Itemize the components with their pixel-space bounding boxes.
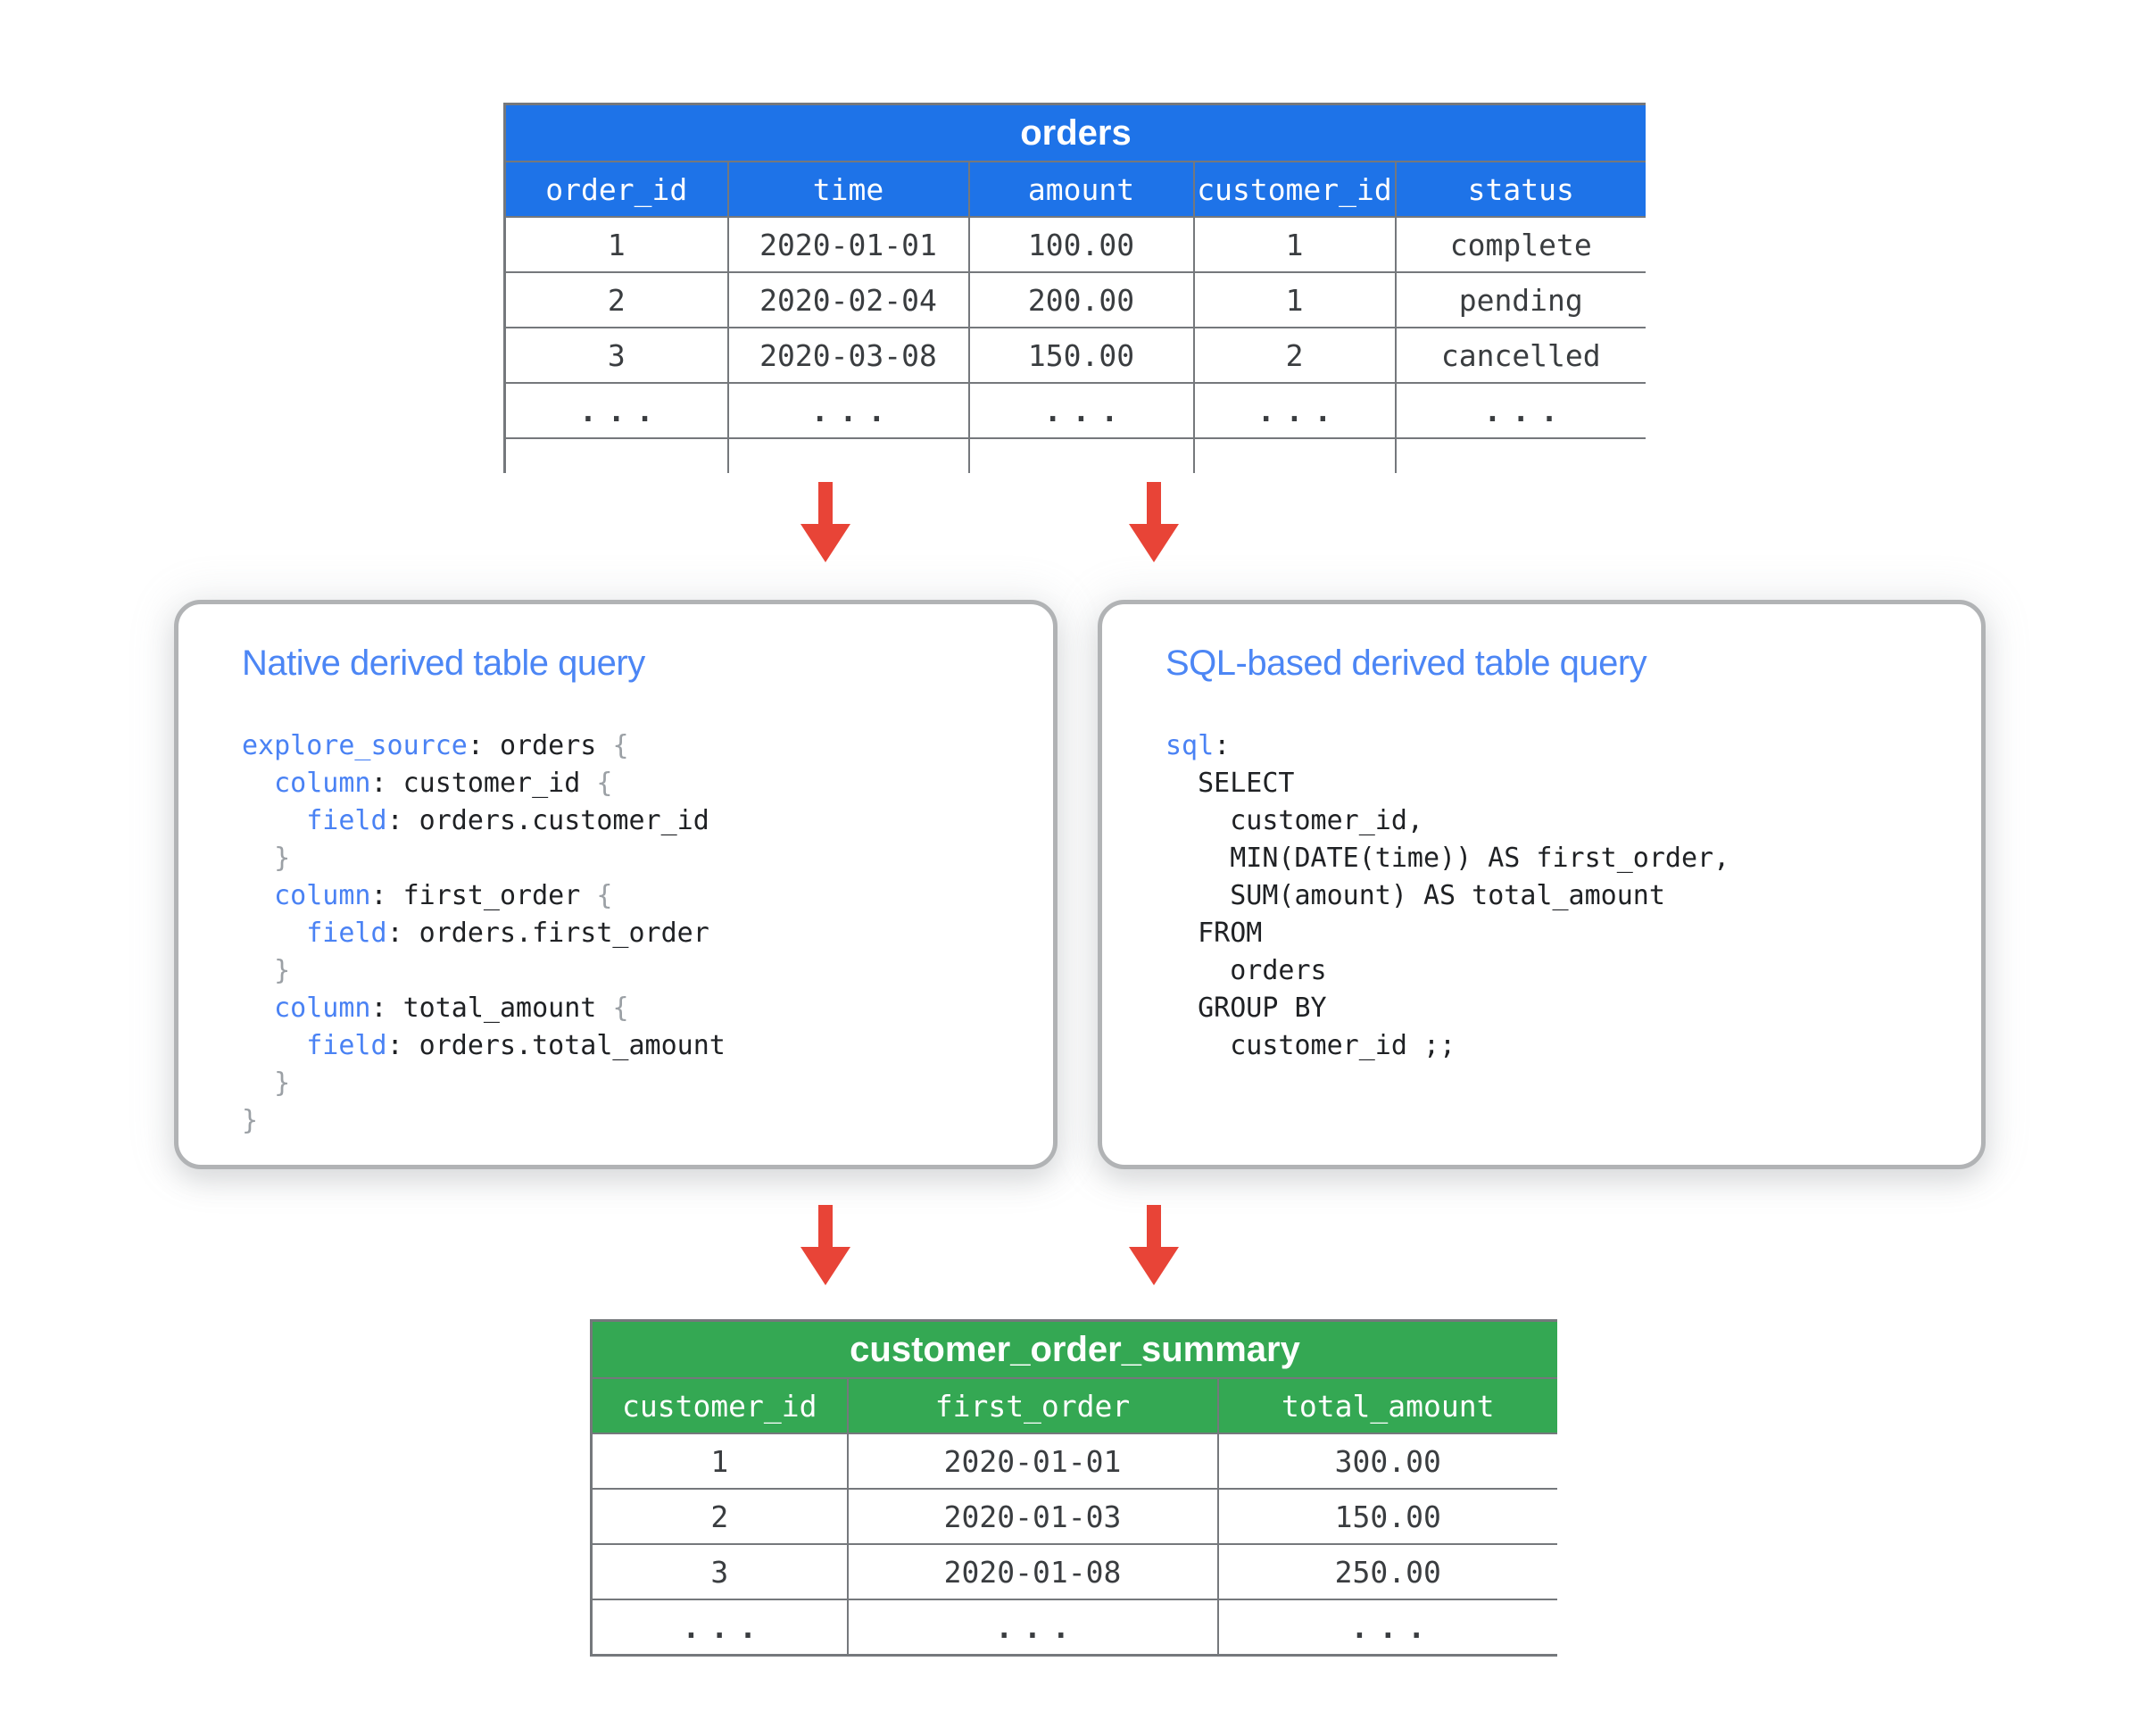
table-cell: 250.00 [1216, 1543, 1557, 1600]
table-cell: ... [1216, 1599, 1557, 1657]
table-cell: 150.00 [1216, 1488, 1557, 1545]
table-cell: 1 [590, 1433, 849, 1490]
table-cell: 2020-01-08 [846, 1543, 1219, 1600]
code-line: column: customer_id { [274, 768, 613, 799]
table-cell: ... [590, 1599, 849, 1657]
lookml-code-block: explore_source: orders { column: custome… [242, 727, 1053, 1140]
code-line: } [274, 843, 291, 874]
table-cell: ... [503, 382, 729, 439]
table-cell: 200.00 [967, 271, 1195, 328]
table-cell: cancelled [1394, 327, 1646, 384]
table-title-row: customer_order_summary [590, 1319, 1557, 1379]
down-arrow-icon [1128, 1205, 1180, 1285]
table-cell: 100.00 [967, 216, 1195, 273]
code-line: FROM [1165, 918, 1263, 949]
table-cell: complete [1394, 216, 1646, 273]
code-line: field: orders.first_order [306, 918, 709, 949]
table-row-clipped [503, 437, 1646, 473]
sql-code-block: sql: SELECT customer_id, MIN(DATE(time))… [1165, 727, 1981, 1065]
table-cell [967, 437, 1195, 473]
code-line: column: first_order { [274, 880, 613, 911]
code-line: MIN(DATE(time)) AS first_order, [1165, 843, 1730, 874]
code-line: orders [1165, 955, 1327, 986]
table-cell: 2020-01-03 [846, 1488, 1219, 1545]
table-cell: ... [1192, 382, 1397, 439]
table-title: customer_order_summary [590, 1319, 1557, 1379]
table-cell: 2 [590, 1488, 849, 1545]
table-cell [1192, 437, 1397, 473]
table-cell: 2020-03-08 [726, 327, 970, 384]
code-line: } [274, 955, 291, 986]
code-line: SUM(amount) AS total_amount [1165, 880, 1665, 911]
table-title: orders [503, 103, 1646, 162]
table-cell: 3 [503, 327, 729, 384]
native-derived-table-box: Native derived table query explore_sourc… [174, 600, 1058, 1169]
sql-derived-table-box: SQL-based derived table query sql: SELEC… [1098, 600, 1986, 1169]
table-cell: ... [846, 1599, 1219, 1657]
box-title: Native derived table query [242, 644, 645, 683]
table-cell: 300.00 [1216, 1433, 1557, 1490]
table-row: ......... [590, 1599, 1557, 1657]
column-header: total_amount [1216, 1377, 1557, 1434]
table-title-row: orders [503, 103, 1646, 162]
table-cell: 2 [503, 271, 729, 328]
code-line: } [242, 1105, 259, 1136]
table-cell: 1 [1192, 216, 1397, 273]
column-header: order_id [503, 161, 729, 218]
table-cell: 2020-01-01 [846, 1433, 1219, 1490]
code-line: SELECT [1165, 768, 1295, 799]
code-line: GROUP BY [1165, 993, 1327, 1024]
column-header: status [1394, 161, 1646, 218]
code-line: customer_id, [1165, 805, 1423, 836]
table-cell: 150.00 [967, 327, 1195, 384]
table-row: ............... [503, 382, 1646, 439]
code-line: customer_id ;; [1165, 1030, 1456, 1061]
table-cell: ... [1394, 382, 1646, 439]
table-cell [503, 437, 729, 473]
code-line: } [274, 1067, 291, 1099]
column-header: amount [967, 161, 1195, 218]
column-header: customer_id [1192, 161, 1397, 218]
table-cell: 3 [590, 1543, 849, 1600]
column-header: customer_id [590, 1377, 849, 1434]
down-arrow-icon [800, 482, 851, 562]
code-line: sql: [1165, 730, 1231, 761]
table-cell: 2020-01-01 [726, 216, 970, 273]
code-line: explore_source: orders { [242, 730, 629, 761]
table-cell: 2 [1192, 327, 1397, 384]
table-cell: ... [967, 382, 1195, 439]
code-line: column: total_amount { [274, 993, 629, 1024]
table-cell: pending [1394, 271, 1646, 328]
box-title: SQL-based derived table query [1165, 644, 1647, 683]
code-line: field: orders.customer_id [306, 805, 709, 836]
table-cell: 2020-02-04 [726, 271, 970, 328]
column-header: time [726, 161, 970, 218]
code-line: field: orders.total_amount [306, 1030, 726, 1061]
table-cell: 1 [503, 216, 729, 273]
table-cell: 1 [1192, 271, 1397, 328]
table-cell: ... [726, 382, 970, 439]
column-header: first_order [846, 1377, 1219, 1434]
table-cell [726, 437, 970, 473]
down-arrow-icon [1128, 482, 1180, 562]
table-cell [1394, 437, 1646, 473]
down-arrow-icon [800, 1205, 851, 1285]
